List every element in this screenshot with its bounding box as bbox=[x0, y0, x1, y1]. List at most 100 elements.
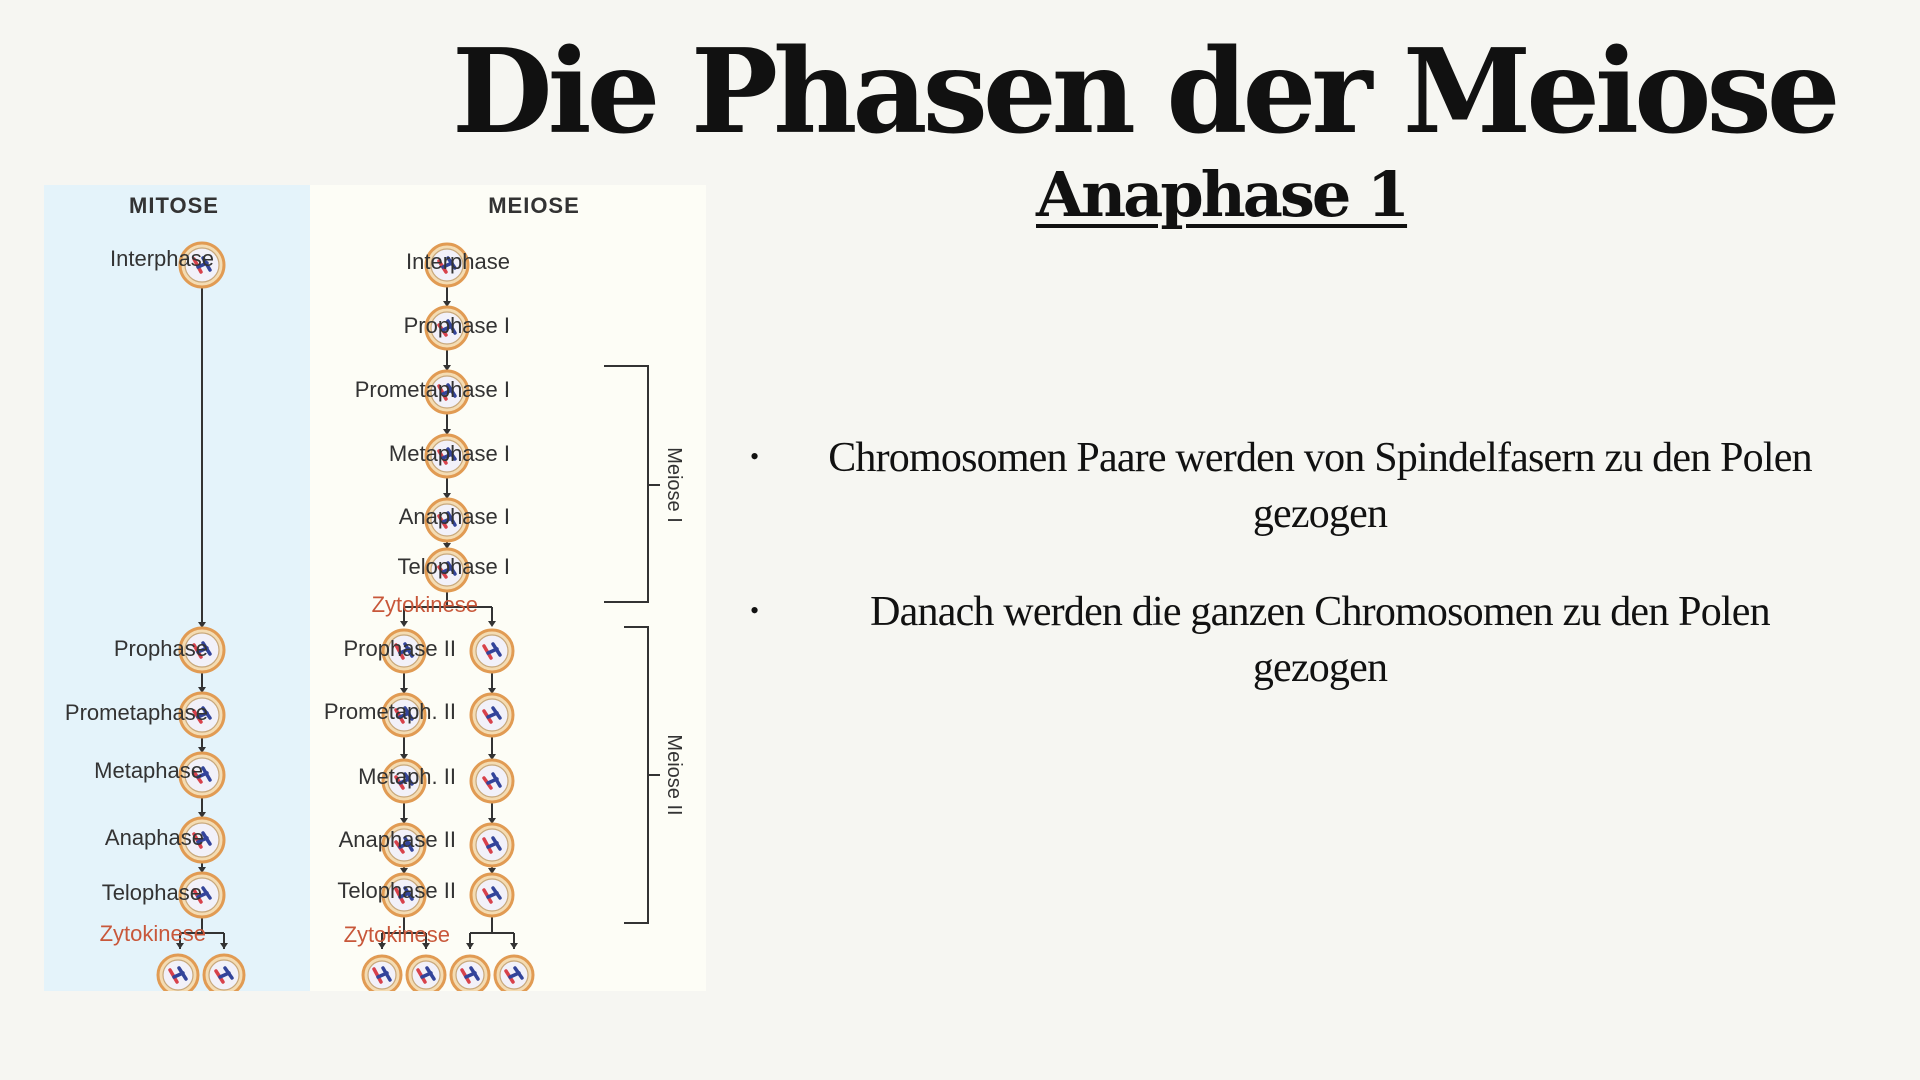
meiose1-bracket-label: Meiose I bbox=[663, 447, 685, 523]
cells bbox=[156, 241, 535, 991]
chromosome-blue bbox=[398, 841, 411, 849]
chromosome-blue bbox=[441, 566, 454, 574]
chromosome-blue bbox=[398, 647, 411, 655]
arrow-head bbox=[400, 754, 408, 760]
arrow-head bbox=[400, 818, 408, 824]
chromosome-blue bbox=[441, 452, 454, 460]
meiose-label: Prophase I bbox=[404, 313, 510, 338]
meiose2-bracket bbox=[624, 626, 660, 924]
cell-icon bbox=[381, 822, 427, 868]
meiose2-label: Telophase II bbox=[337, 878, 456, 903]
arrow-head bbox=[422, 943, 430, 949]
cell-icon bbox=[381, 692, 427, 738]
bullet-text: Danach werden die ganzen Chromosomen zu … bbox=[870, 589, 1770, 691]
mitose-header: MITOSE bbox=[129, 193, 219, 218]
chromosome-blue bbox=[172, 971, 185, 979]
mitose-label: Anaphase bbox=[105, 825, 204, 850]
arrow-head bbox=[488, 754, 496, 760]
cell-icon bbox=[469, 758, 515, 804]
chromosome-blue bbox=[441, 324, 454, 332]
slide-subtitle: Anaphase 1 bbox=[1036, 158, 1410, 231]
chromosome-blue bbox=[398, 891, 411, 899]
chromosome-blue bbox=[376, 971, 389, 979]
mitose-label: Metaphase bbox=[94, 758, 203, 783]
meiose2-label: Anaphase II bbox=[339, 827, 456, 852]
chromosome-blue bbox=[486, 777, 499, 785]
cell-icon bbox=[424, 305, 470, 351]
chromosome-blue bbox=[486, 841, 499, 849]
arrow-head bbox=[443, 365, 451, 371]
cell-icon bbox=[156, 953, 200, 991]
cell-icon bbox=[424, 497, 470, 543]
bullet-list: • Chromosomen Paare werden von Spindelfa… bbox=[740, 430, 1890, 738]
meiose-label: Telophase I bbox=[397, 554, 510, 579]
chromosome-blue bbox=[196, 646, 209, 654]
cell-icon bbox=[381, 628, 427, 674]
chromosome-blue bbox=[441, 516, 454, 524]
chromosome-blue bbox=[398, 777, 411, 785]
chromosome-blue bbox=[196, 711, 209, 719]
cell-icon bbox=[178, 871, 226, 919]
cell-icon bbox=[202, 953, 246, 991]
meiose-label: Prometaphase I bbox=[355, 377, 510, 402]
cell-icon bbox=[424, 242, 470, 288]
cell-icon bbox=[424, 547, 470, 593]
meiose2-label: Prometaph. II bbox=[324, 699, 456, 724]
arrow-head bbox=[443, 301, 451, 307]
arrow-head bbox=[198, 812, 206, 818]
bullet-item: • Chromosomen Paare werden von Spindelfa… bbox=[740, 430, 1890, 542]
cell-icon bbox=[469, 872, 515, 918]
arrow-head bbox=[488, 688, 496, 694]
chromosome-blue bbox=[398, 711, 411, 719]
arrow-head bbox=[443, 543, 451, 549]
cell-icon bbox=[469, 822, 515, 868]
arrow-head bbox=[378, 943, 386, 949]
arrow-head bbox=[198, 622, 206, 628]
arrow-head bbox=[510, 943, 518, 949]
chromosome-blue bbox=[196, 836, 209, 844]
chromosome-blue bbox=[441, 388, 454, 396]
chromosome-blue bbox=[486, 711, 499, 719]
mitose-meiose-diagram: MITOSE MEIOSE Interphase Prophase Promet… bbox=[44, 185, 706, 991]
mitose-zytokinese-label: Zytokinese bbox=[100, 921, 206, 946]
mitose-label: Prometaphase bbox=[65, 700, 208, 725]
meiose1-zytokinese-label: Zytokinese bbox=[372, 592, 478, 617]
meiose2-zytokinese-label: Zytokinese bbox=[344, 922, 450, 947]
cell-icon bbox=[178, 241, 226, 289]
mitose-label: Interphase bbox=[110, 246, 214, 271]
cell-icon bbox=[178, 691, 226, 739]
chromosome-blue bbox=[486, 647, 499, 655]
chromosome-blue bbox=[196, 891, 209, 899]
chromosome-blue bbox=[196, 261, 209, 269]
cell-icon bbox=[405, 954, 447, 991]
meiose-label: Metaphase I bbox=[389, 441, 510, 466]
arrow-head bbox=[220, 943, 228, 949]
cell-icon bbox=[381, 758, 427, 804]
cell-icon bbox=[178, 816, 226, 864]
cell-icon bbox=[178, 626, 226, 674]
chromosome-blue bbox=[196, 771, 209, 779]
arrow-head bbox=[466, 943, 474, 949]
bullet-text: Chromosomen Paare werden von Spindelfase… bbox=[828, 435, 1812, 537]
bullet-dot-icon: • bbox=[750, 596, 760, 625]
arrow-head bbox=[176, 943, 184, 949]
cell-icon bbox=[469, 692, 515, 738]
chromosome-blue bbox=[420, 971, 433, 979]
cell-icon bbox=[178, 751, 226, 799]
meiose-header: MEIOSE bbox=[488, 193, 580, 218]
cell-icon bbox=[424, 369, 470, 415]
arrow-head bbox=[400, 621, 408, 627]
chromosome-blue bbox=[441, 261, 454, 269]
cell-icon bbox=[381, 872, 427, 918]
cell-icon bbox=[493, 954, 535, 991]
cell-icon bbox=[449, 954, 491, 991]
arrow-head bbox=[488, 818, 496, 824]
chromosome-blue bbox=[218, 971, 231, 979]
arrow-head bbox=[443, 493, 451, 499]
chromosome-blue bbox=[464, 971, 477, 979]
diagram-svg: MITOSE MEIOSE Interphase Prophase Promet… bbox=[44, 185, 706, 991]
arrow-head bbox=[198, 867, 206, 873]
arrow-head bbox=[198, 687, 206, 693]
meiose1-bracket bbox=[604, 365, 660, 603]
mitose-label: Prophase bbox=[114, 636, 208, 661]
